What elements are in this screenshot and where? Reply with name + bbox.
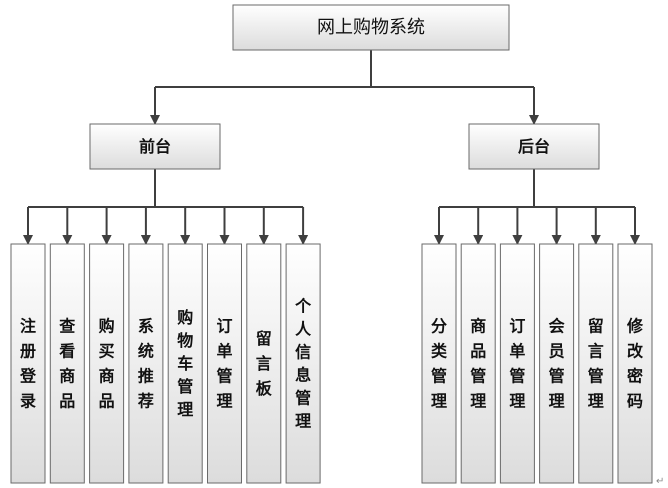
leaf-node-frontend-4-label: 购物车管理 [177,308,193,419]
leaf-node-frontend-3-label: 系统推荐 [137,317,154,411]
leaf-node-backend-4: 留言管理 [578,243,614,484]
leaf-node-backend-1-rect [460,243,496,484]
leaf-node-backend-5-label: 修改密码 [626,317,644,411]
leaf-node-backend-0: 分类管理 [421,243,457,484]
leaf-node-backend-4-label: 留言管理 [588,317,604,411]
leaf-node-backend-2: 订单管理 [499,243,535,484]
root-node-label: 网上购物系统 [317,17,425,38]
leaf-node-backend-2-label: 订单管理 [509,317,525,411]
leaf-node-frontend-0: 注册登录 [10,243,46,484]
leaf-node-frontend-2: 购买商品 [89,243,125,484]
leaf-node-frontend-2-label: 购买商品 [99,317,115,411]
leaf-node-frontend-0-rect [10,243,46,484]
leaf-node-frontend-6-rect [246,243,282,484]
leaf-node-backend-5-rect [617,243,653,484]
branch-node-frontend-rect [89,123,221,170]
leaf-node-backend-3-label: 会员管理 [549,317,565,411]
leaf-node-frontend-6-label: 留言板 [256,329,273,398]
leaf-node-frontend-1-label: 查看商品 [58,317,75,411]
branch-node-frontend: 前台 [89,123,221,170]
branch-node-frontend-label: 前台 [139,137,171,156]
leaf-node-backend-1-label: 商品管理 [470,317,486,411]
leaf-node-backend-1: 商品管理 [460,243,496,484]
leaf-node-frontend-7: 个人信息管理 [285,243,321,484]
leaf-node-frontend-1-rect [49,243,85,484]
leaf-node-frontend-5-rect [207,243,242,484]
leaf-node-backend-0-rect [421,243,457,484]
branch-node-backend-rect [468,123,600,170]
leaf-node-frontend-1: 查看商品 [49,243,85,484]
leaf-node-frontend-5: 订单管理 [207,243,242,484]
leaf-node-backend-3-rect [539,243,575,484]
connector-lines [23,50,640,245]
leaf-node-backend-3: 会员管理 [539,243,575,484]
leaf-node-backend-4-rect [578,243,614,484]
branch-node-backend-label: 后台 [518,137,550,156]
leaf-node-frontend-5-label: 订单管理 [216,317,232,411]
root-node-rect [232,4,510,51]
leaf-node-frontend-4: 购物车管理 [167,243,203,484]
leaf-node-backend-0-label: 分类管理 [431,317,448,411]
leaf-node-frontend-7-rect [285,243,321,484]
leaf-node-frontend-3: 系统推荐 [128,243,164,484]
leaf-node-backend-2-rect [499,243,535,484]
branch-node-backend: 后台 [468,123,600,170]
leaf-node-frontend-6: 留言板 [246,243,282,484]
leaf-node-backend-5: 修改密码 [617,243,653,484]
root-node: 网上购物系统 [232,4,510,51]
leaf-node-frontend-2-rect [89,243,125,484]
leaf-node-frontend-7-label: 个人信息管理 [294,297,312,431]
paragraph-mark: ↵ [656,476,664,487]
leaf-node-frontend-4-rect [167,243,203,484]
leaf-node-frontend-3-rect [128,243,164,484]
leaf-node-frontend-0-label: 注册登录 [19,317,37,411]
